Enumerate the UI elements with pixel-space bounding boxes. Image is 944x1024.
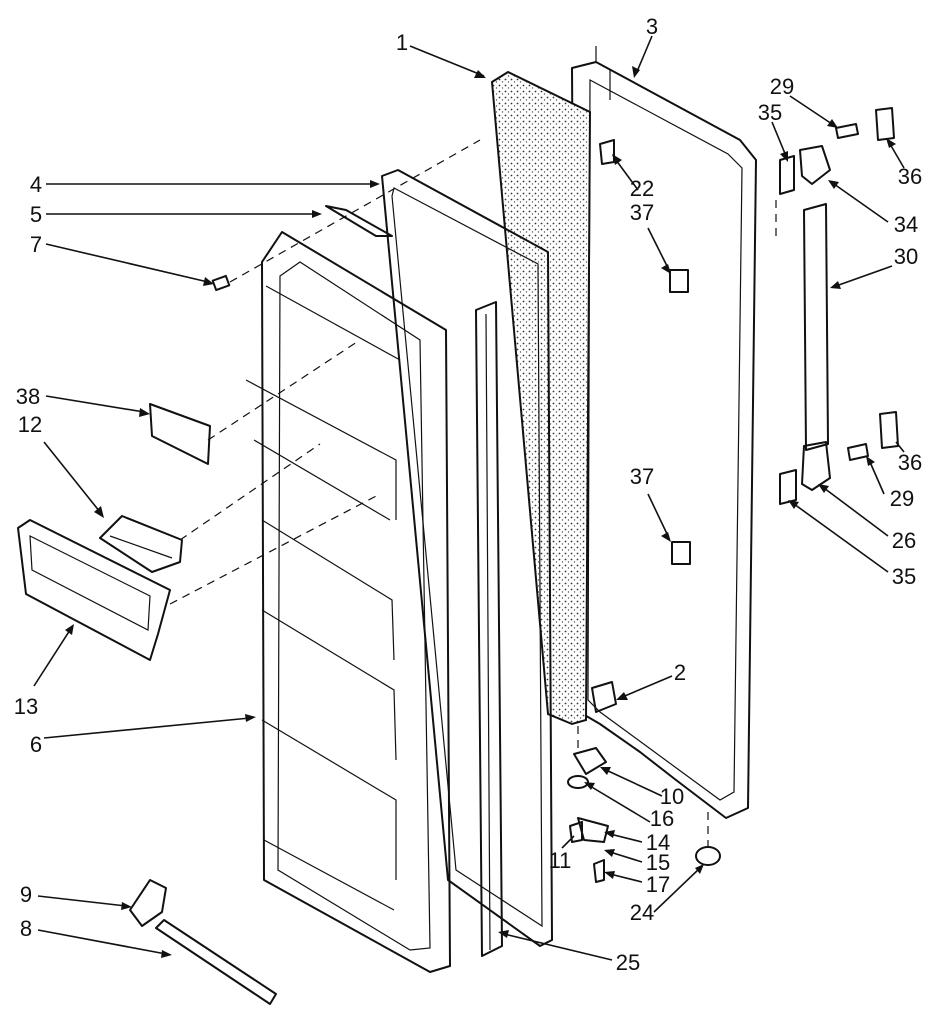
callout-10: 10 [660, 784, 684, 809]
insulation-panel [490, 70, 592, 726]
bottom-rail [155, 919, 277, 1005]
door-liner [245, 231, 451, 973]
callout-29-top: 29 [770, 74, 794, 99]
callout-7: 7 [30, 232, 42, 257]
callout-labels: 1 2 3 4 5 6 7 8 9 10 11 12 13 14 15 16 1… [14, 14, 922, 975]
callout-3: 3 [646, 14, 658, 39]
callout-37-top: 37 [630, 200, 654, 225]
door-bin-small [99, 443, 321, 573]
dispenser-shelf [17, 493, 381, 661]
label-card [149, 403, 211, 465]
callout-35-bottom: 35 [892, 564, 916, 589]
callout-22: 22 [630, 176, 654, 201]
callout-38: 38 [16, 384, 40, 409]
outer-door-panel [571, 46, 757, 819]
callout-24: 24 [630, 900, 654, 925]
callout-37-bottom: 37 [630, 464, 654, 489]
hinge-bar [803, 203, 829, 451]
callout-35-top: 35 [758, 100, 782, 125]
leader-lines [33, 35, 905, 961]
bracket-37-bottom [671, 541, 691, 565]
callout-36-bottom: 36 [898, 450, 922, 475]
callout-2: 2 [674, 660, 686, 685]
callout-1: 1 [396, 30, 408, 55]
callout-5: 5 [30, 202, 42, 227]
callout-6: 6 [30, 732, 42, 757]
bottom-hinge-hardware [567, 681, 721, 883]
callout-14: 14 [646, 830, 670, 855]
lower-hinge-assembly [779, 411, 899, 505]
callout-26: 26 [892, 528, 916, 553]
top-hinge-assembly [775, 107, 895, 236]
liner-retainer-strip [475, 301, 503, 957]
trim-strip [325, 205, 393, 237]
callout-34: 34 [894, 212, 918, 237]
callout-30: 30 [894, 244, 918, 269]
callout-13: 13 [14, 694, 38, 719]
callout-16: 16 [650, 806, 674, 831]
bracket-37-top [669, 269, 689, 293]
bottom-hinge-bracket [129, 879, 167, 927]
hinge-pin-22 [599, 139, 615, 165]
callout-9: 9 [20, 882, 32, 907]
callout-15: 15 [646, 850, 670, 875]
callout-25: 25 [616, 950, 640, 975]
callout-17: 17 [646, 872, 670, 897]
door-gasket [381, 169, 553, 947]
callout-12: 12 [18, 412, 42, 437]
callout-29-bottom: 29 [890, 486, 914, 511]
callout-11: 11 [549, 848, 572, 873]
callout-8: 8 [20, 916, 32, 941]
screw-7 [211, 139, 481, 292]
callout-36-top: 36 [898, 164, 922, 189]
callout-4: 4 [30, 172, 42, 197]
